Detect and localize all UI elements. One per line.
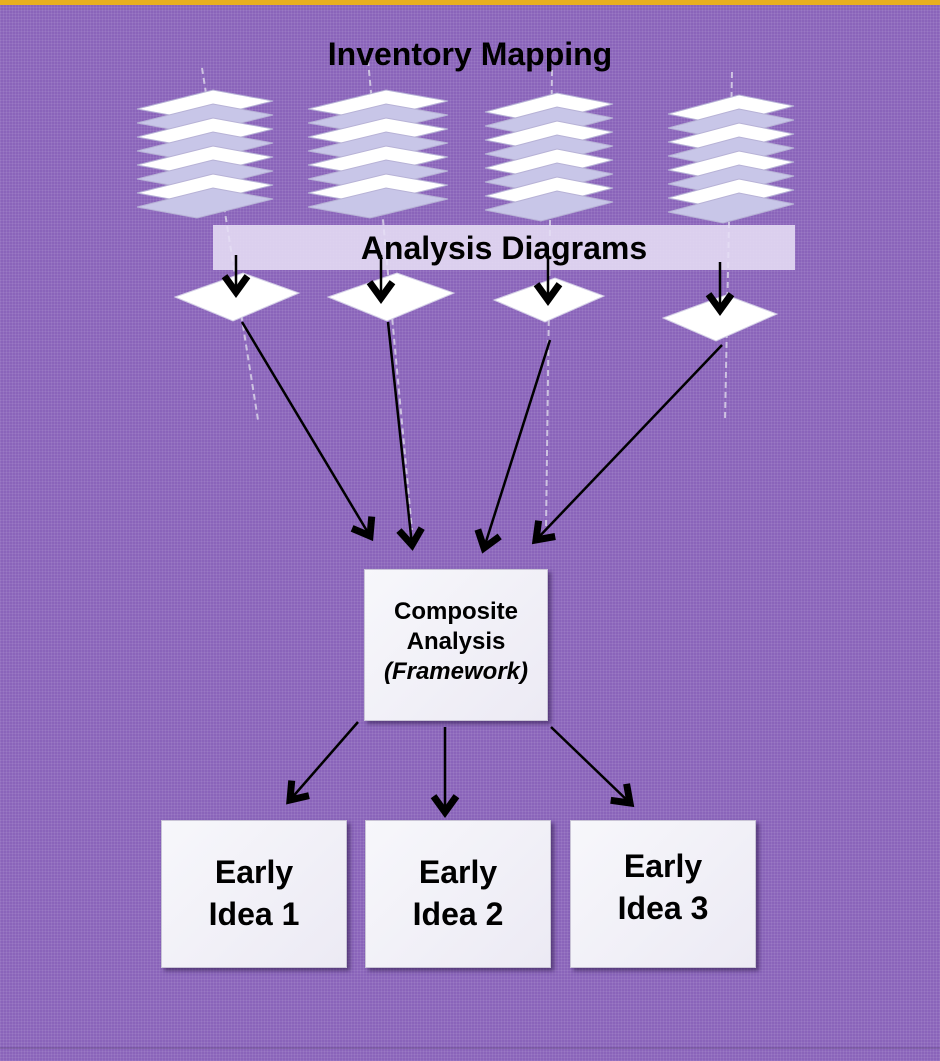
- arrow: [705, 262, 735, 316]
- arrow: [286, 721, 359, 805]
- guide-line: [367, 59, 413, 531]
- sheet-icon: [661, 294, 779, 342]
- layer-stack-icon: [307, 59, 449, 531]
- layer-stack-icon: [136, 67, 274, 421]
- arrow: [386, 321, 425, 551]
- title-inventory-mapping: Inventory Mapping: [327, 36, 613, 72]
- idea-3-label-line2: Idea 3: [617, 890, 709, 926]
- idea-1-label-line1: Early: [214, 854, 294, 890]
- down-arrow-icon: [350, 516, 376, 542]
- idea-1-label-line2: Idea 1: [208, 896, 300, 932]
- arrow: [550, 726, 635, 808]
- arrow-shaft: [482, 339, 552, 549]
- arrow: [430, 727, 460, 818]
- arrow: [474, 339, 552, 554]
- analysis-banner: [213, 225, 795, 270]
- down-arrow-icon: [705, 292, 735, 316]
- sheet-icon: [326, 272, 456, 322]
- arrow: [240, 321, 376, 542]
- early-idea-1-box: Early Idea 1: [161, 820, 347, 968]
- arrow-shaft: [550, 726, 631, 804]
- stack-layer: [484, 190, 614, 222]
- idea-3-label-line1: Early: [623, 848, 703, 884]
- arrow: [531, 344, 723, 545]
- down-arrow-icon: [533, 282, 563, 306]
- down-arrow-icon: [396, 526, 425, 551]
- top-accent-band: [0, 0, 940, 5]
- idea-2-label-line2: Idea 2: [412, 896, 504, 932]
- arrow-shaft: [386, 321, 414, 546]
- composite-label-framework: (Framework): [383, 658, 529, 685]
- down-arrow-icon: [366, 280, 396, 304]
- arrow: [533, 258, 563, 306]
- early-idea-3-box: Early Idea 3: [570, 820, 756, 968]
- arrow-shaft: [240, 321, 372, 537]
- arrows: [221, 255, 735, 818]
- bottom-rule: [0, 1047, 940, 1049]
- arrow-shaft: [289, 721, 359, 801]
- arrow-shaft: [535, 344, 723, 541]
- stack-layer: [136, 187, 274, 219]
- early-idea-2-box: Early Idea 2: [365, 820, 551, 968]
- down-arrow-icon: [286, 780, 310, 805]
- sheet-icon: [173, 272, 301, 322]
- composite-label-line2: Analysis: [406, 628, 506, 655]
- banner-label: Analysis Diagrams: [360, 230, 648, 266]
- stack-layer: [307, 187, 449, 219]
- down-arrow-icon: [430, 794, 460, 818]
- arrow: [221, 255, 251, 298]
- down-arrow-icon: [474, 528, 502, 554]
- down-arrow-icon: [531, 520, 556, 545]
- idea-2-label-line1: Early: [418, 854, 498, 890]
- arrow: [366, 255, 396, 304]
- composite-label-line1: Composite: [393, 598, 518, 625]
- stack-layer: [667, 192, 795, 224]
- down-arrow-icon: [221, 274, 251, 298]
- inventory-stacks: [136, 59, 795, 531]
- analysis-sheets-foreground: [173, 272, 779, 342]
- composite-analysis-box: Composite Analysis (Framework): [364, 569, 548, 721]
- layer-stack-icon: [484, 69, 614, 531]
- down-arrow-icon: [610, 783, 635, 808]
